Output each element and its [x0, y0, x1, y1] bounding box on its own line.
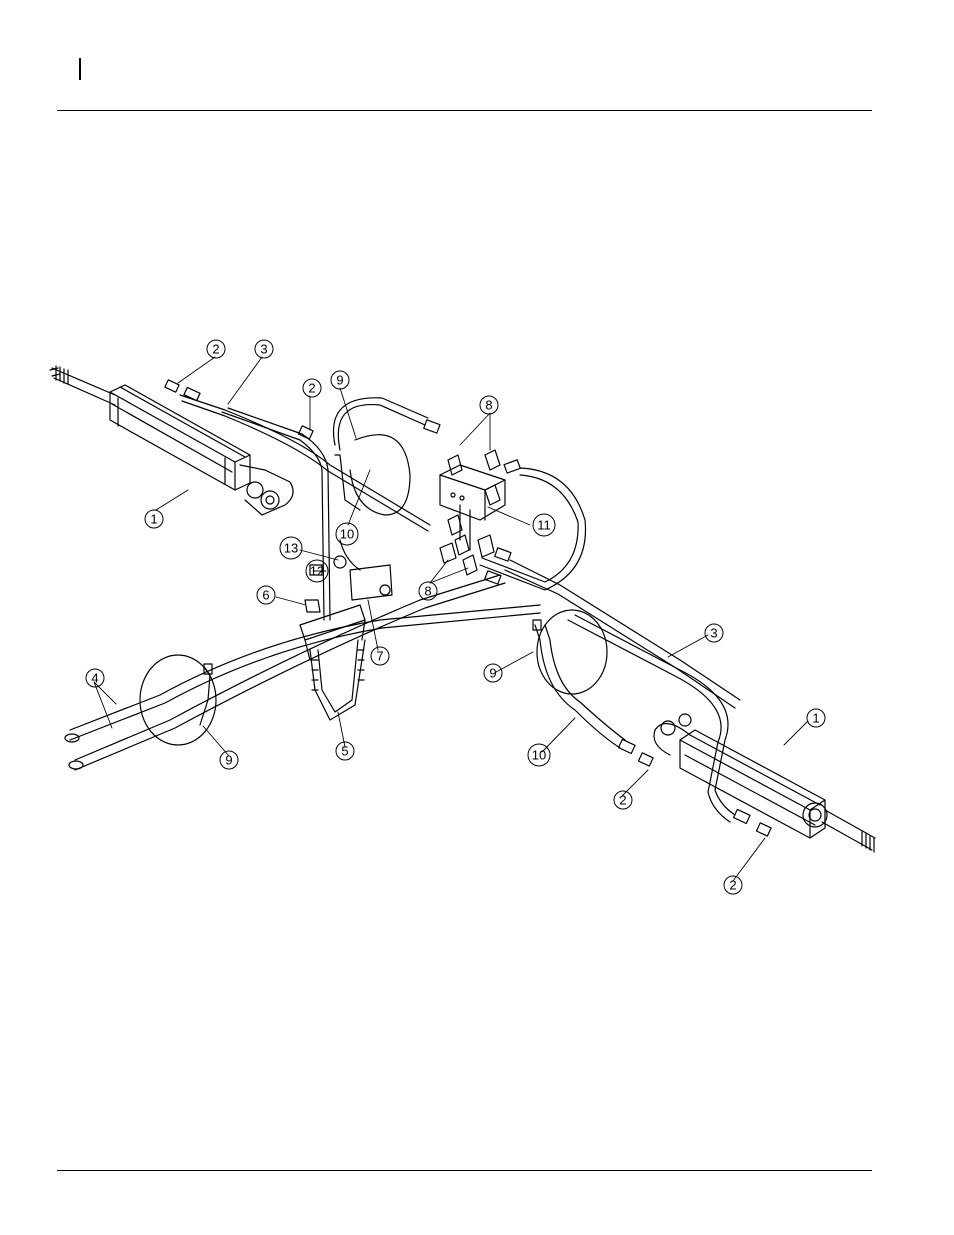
callout-label: 3 — [260, 342, 267, 357]
callout-label: 9 — [489, 666, 496, 681]
callout-label: 2 — [729, 878, 736, 893]
leader-lines — [94, 357, 808, 881]
callout-label: 8 — [485, 398, 492, 413]
left-hose-clamp-loop — [334, 398, 440, 515]
callout-label: 1 — [812, 711, 819, 726]
callout-label: 7 — [376, 649, 383, 664]
callout-label: 9 — [336, 373, 343, 388]
callout-label: 10 — [532, 748, 546, 763]
callout-label: 3 — [710, 626, 717, 641]
callout-label: 8 — [424, 584, 431, 599]
manifold-valve — [440, 450, 520, 584]
callout-label: 11 — [537, 518, 551, 533]
callout-label: 5 — [341, 744, 348, 759]
callout-label: 4 — [91, 671, 98, 686]
callout-label: 13 — [284, 541, 298, 556]
callout-label: 12 — [310, 564, 324, 579]
callout-label: 9 — [225, 753, 232, 768]
right-hydraulic-cylinder — [654, 714, 875, 852]
right-loop-hose — [480, 468, 740, 708]
callout-label: 2 — [619, 793, 626, 808]
right-hose-3 — [568, 615, 771, 836]
callout-label: 6 — [262, 588, 269, 603]
left-hoses — [165, 380, 430, 620]
left-hydraulic-cylinder — [50, 366, 293, 515]
callout-label: 2 — [212, 342, 219, 357]
callout-labels: 2 3 2 9 8 1 10 11 13 12 8 6 7 3 9 1 4 9 … — [91, 342, 819, 893]
callout-label: 2 — [308, 381, 315, 396]
left-lower-clamp — [140, 655, 216, 745]
callout-circles — [86, 340, 825, 894]
callout-label: 1 — [150, 512, 157, 527]
callout-label: 10 — [340, 527, 354, 542]
